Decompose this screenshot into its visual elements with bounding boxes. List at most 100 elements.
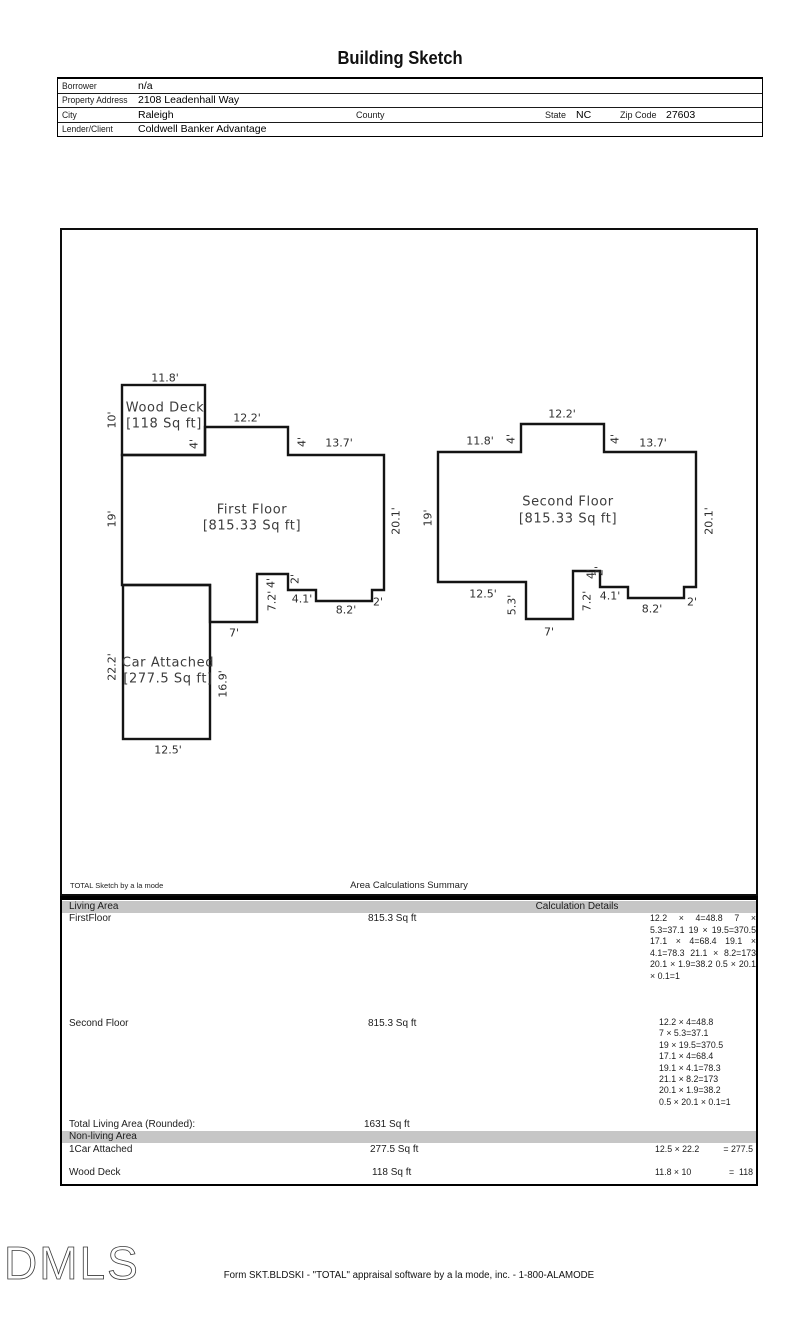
- property-address-label: Property Address: [62, 95, 128, 106]
- area-title: [815.33 Sq ft]: [518, 511, 618, 527]
- dimension-label: 4': [264, 577, 278, 589]
- area-title: Second Floor: [522, 494, 614, 510]
- area-calculations-table: Living Area Calculation Details FirstFlo…: [60, 896, 758, 1186]
- calc-line: 12.2 × 4=48.8: [659, 1017, 714, 1027]
- zip-value: 27603: [666, 108, 696, 121]
- calc-line: 20.1 × 1.9=38.2: [659, 1085, 721, 1096]
- dimension-label: 20.1': [389, 507, 403, 535]
- dimension-label: 4': [608, 433, 622, 445]
- dimension-label: 11.8': [466, 434, 494, 448]
- dimension-label: 7': [228, 626, 240, 640]
- dimension-label: 16.9': [216, 670, 230, 698]
- lender-label: Lender/Client: [62, 124, 113, 135]
- dimension-label: 19': [105, 510, 119, 528]
- living-area-header: Living Area: [69, 901, 119, 912]
- form-footer: Form SKT.BLDSKI - "TOTAL" appraisal soft…: [223, 1270, 595, 1281]
- calculation-details-header: Calculation Details: [535, 901, 619, 912]
- city-state-zip-row: City Raleigh County State NC Zip Code 27…: [58, 107, 762, 122]
- car-attached-sqft: 277.5 Sq ft: [370, 1144, 419, 1155]
- calc-line: 17.1 × 4=68.4: [659, 1051, 714, 1062]
- first-floor-sqft: 815.3 Sq ft: [368, 913, 417, 924]
- sketch-footer: TOTAL Sketch by a la mode Area Calculati…: [62, 878, 756, 892]
- dimension-label: 5.3': [505, 594, 519, 616]
- second-floor-sqft: 815.3 Sq ft: [368, 1018, 417, 1029]
- calc-line: 7 × 5.3=37.1: [659, 1028, 709, 1039]
- second-floor-row-name: Second Floor: [69, 1018, 129, 1029]
- car-attached-calc-formula: 12.5 × 22.2: [655, 1144, 700, 1154]
- living-area-header-bar: Living Area Calculation Details: [62, 901, 756, 913]
- city-value: Raleigh: [138, 108, 174, 121]
- calc-line: 21.1 × 8.2=173: [659, 1074, 719, 1085]
- car-attached-row-name: 1Car Attached: [69, 1144, 133, 1155]
- floorplan-drawing: [120, 383, 698, 741]
- dimension-label: 4': [187, 438, 201, 450]
- total-living-area-value: 1631 Sq ft: [364, 1119, 410, 1130]
- dimension-label: 12.5': [154, 743, 182, 757]
- dimension-label: 13.7': [325, 436, 353, 450]
- dimension-label: 2': [686, 595, 698, 609]
- area-title: [277.5 Sq ft]: [123, 671, 213, 687]
- state-label: State: [545, 109, 567, 120]
- dmls-logo: DMLS: [4, 1237, 140, 1290]
- calc-line: 19 × 19.5=370.5: [659, 1039, 724, 1050]
- borrower-label: Borrower: [62, 80, 97, 91]
- property-info-table: Borrower n/a Property Address 2108 Leade…: [57, 77, 763, 137]
- total-living-area-label: Total Living Area (Rounded):: [69, 1119, 196, 1130]
- first-floor-row-name: FirstFloor: [69, 913, 112, 924]
- wood-deck-calc-formula: 11.8 × 10: [655, 1167, 692, 1177]
- property-address-value: 2108 Leadenhall Way: [138, 94, 240, 107]
- dimension-label: 2': [288, 573, 302, 585]
- calc-line: 0.5 × 20.1 × 0.1=1: [659, 1096, 731, 1107]
- wood-deck-sqft: 118 Sq ft: [372, 1167, 412, 1178]
- area-calculations-summary-title: Area Calculations Summary: [350, 880, 468, 891]
- dimension-label: 4.1': [291, 592, 313, 606]
- lender-row: Lender/Client Coldwell Banker Advantage: [58, 121, 762, 137]
- non-living-area-header-bar: Non-living Area: [62, 1131, 756, 1143]
- dimension-label: 7.2': [580, 590, 594, 612]
- dimension-label: 8.2': [335, 603, 357, 617]
- dimension-label: 12.2': [548, 407, 576, 421]
- city-label: City: [62, 109, 77, 120]
- car-attached-outline: [121, 583, 212, 741]
- zip-label: Zip Code: [620, 109, 657, 120]
- dimension-label: 4': [504, 433, 518, 445]
- wood-deck-row-name: Wood Deck: [69, 1167, 121, 1178]
- page-title: Building Sketch: [337, 48, 463, 68]
- area-title: Car Attached: [121, 655, 215, 671]
- area-title: First Floor: [216, 502, 288, 518]
- borrower-value: n/a: [138, 79, 153, 92]
- dimension-label: 2': [592, 565, 606, 577]
- first-floor-calc-details: 12.2 × 4=48.8 7 × 5.3=37.1 19 × 19.5=370…: [650, 913, 756, 981]
- wood-deck-calc-result: 118: [738, 1167, 753, 1177]
- dimension-label: 19': [421, 509, 435, 527]
- dimension-label: 7.2': [265, 590, 279, 612]
- area-title: [815.33 Sq ft]: [202, 518, 302, 534]
- second-floor-outline: [436, 422, 698, 621]
- dimension-label: 7': [543, 625, 555, 639]
- lender-value: Coldwell Banker Advantage: [138, 123, 267, 136]
- dimension-label: 2': [372, 595, 384, 609]
- dimension-label: 11.8': [151, 371, 179, 385]
- dimension-label: 12.5': [469, 587, 497, 601]
- dimension-label: 13.7': [639, 436, 667, 450]
- dimension-label: 8.2': [641, 602, 663, 616]
- calc-line: 19.1 × 4.1=78.3: [659, 1062, 721, 1073]
- sketch-credit: TOTAL Sketch by a la mode: [70, 881, 164, 890]
- area-title: Wood Deck: [125, 400, 205, 416]
- area-title: [118 Sq ft]: [126, 416, 202, 432]
- non-living-area-header: Non-living Area: [69, 1131, 137, 1142]
- dimension-label: 10': [105, 411, 119, 429]
- property-address-row: Property Address 2108 Leadenhall Way: [58, 92, 762, 108]
- wood-deck-calc-equals: =: [729, 1167, 735, 1177]
- borrower-row: Borrower n/a: [58, 79, 762, 93]
- dimension-label: 4': [295, 436, 309, 448]
- sketch-area: 11.8' 10' Wood Deck[118 Sq ft] 4' 12.2' 4' 13.…: [60, 228, 758, 896]
- dimension-label: 4.1': [599, 589, 621, 603]
- dimension-label: 20.1': [702, 507, 716, 535]
- dimension-label: 12.2': [233, 411, 261, 425]
- state-value: NC: [576, 108, 592, 121]
- car-attached-calc-result: = 277.5: [723, 1144, 753, 1154]
- county-label: County: [356, 109, 385, 120]
